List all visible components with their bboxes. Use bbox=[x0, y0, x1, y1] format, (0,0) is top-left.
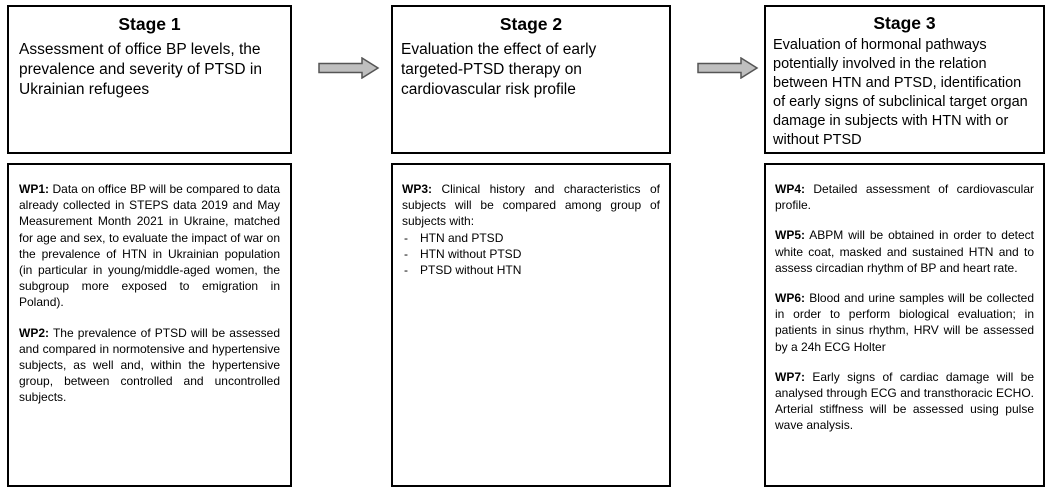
wp7-text: Early signs of cardiac damage will be an… bbox=[775, 369, 1034, 433]
stage-1-description: Assessment of office BP levels, the prev… bbox=[19, 41, 262, 98]
stage-2-details: WP3: Clinical history and characteristic… bbox=[391, 163, 671, 487]
stage-1-details: WP1: Data on office BP will be compared … bbox=[7, 163, 292, 487]
wp2-paragraph: WP2: The prevalence of PTSD will be asse… bbox=[19, 325, 280, 406]
wp1-label: WP1: bbox=[19, 182, 49, 196]
wp5-text: ABPM will be obtained in order to detect… bbox=[775, 228, 1034, 275]
wp4-label: WP4: bbox=[775, 182, 805, 196]
wp7-paragraph: WP7: Early signs of cardiac damage will … bbox=[775, 369, 1034, 434]
arrow-right-icon bbox=[697, 57, 759, 79]
wp3-paragraph: WP3: Clinical history and characteristic… bbox=[402, 181, 660, 230]
wp6-label: WP6: bbox=[775, 291, 805, 306]
stage-2-title: Stage 2 bbox=[499, 14, 563, 34]
list-item: HTN and PTSD bbox=[402, 230, 660, 246]
stage-1-title: Stage 1 bbox=[118, 14, 181, 34]
stage-3-box: Stage 3 Evaluation of hormonal pathways … bbox=[764, 5, 1045, 154]
wp7-label: WP7: bbox=[775, 369, 805, 384]
wp1-paragraph: WP1: Data on office BP will be compared … bbox=[19, 181, 280, 311]
list-item: PTSD without HTN bbox=[402, 262, 660, 278]
wp2-label: WP2: bbox=[19, 325, 49, 340]
list-item: HTN without PTSD bbox=[402, 246, 660, 262]
wp4-text: Detailed assessment of cardiovascular pr… bbox=[775, 182, 1034, 213]
wp1-text: Data on office BP will be compared to da… bbox=[19, 182, 280, 310]
stage-3-description: Evaluation of hormonal pathways potentia… bbox=[773, 37, 1028, 148]
wp3-text: Clinical history and characteristics of … bbox=[402, 182, 660, 229]
subject-groups-list: HTN and PTSD HTN without PTSD PTSD witho… bbox=[402, 230, 660, 279]
stage-2-description: Evaluation the effect of early targeted-… bbox=[401, 41, 597, 98]
wp6-text: Blood and urine samples will be collecte… bbox=[775, 291, 1034, 354]
wp4-paragraph: WP4: Detailed assessment of cardiovascul… bbox=[775, 181, 1034, 213]
wp5-label: WP5: bbox=[775, 228, 805, 243]
wp2-text: The prevalence of PTSD will be assessed … bbox=[19, 325, 280, 405]
wp3-label: WP3: bbox=[402, 182, 432, 196]
stage-3-details: WP4: Detailed assessment of cardiovascul… bbox=[764, 163, 1045, 487]
wp6-paragraph: WP6: Blood and urine samples will be col… bbox=[775, 290, 1034, 355]
stage-3-title: Stage 3 bbox=[873, 13, 936, 33]
arrow-right-icon bbox=[318, 57, 380, 79]
stage-1-box: Stage 1 Assessment of office BP levels, … bbox=[7, 5, 292, 154]
wp5-paragraph: WP5: ABPM will be obtained in order to d… bbox=[775, 227, 1034, 276]
stage-2-box: Stage 2 Evaluation the effect of early t… bbox=[391, 5, 671, 154]
